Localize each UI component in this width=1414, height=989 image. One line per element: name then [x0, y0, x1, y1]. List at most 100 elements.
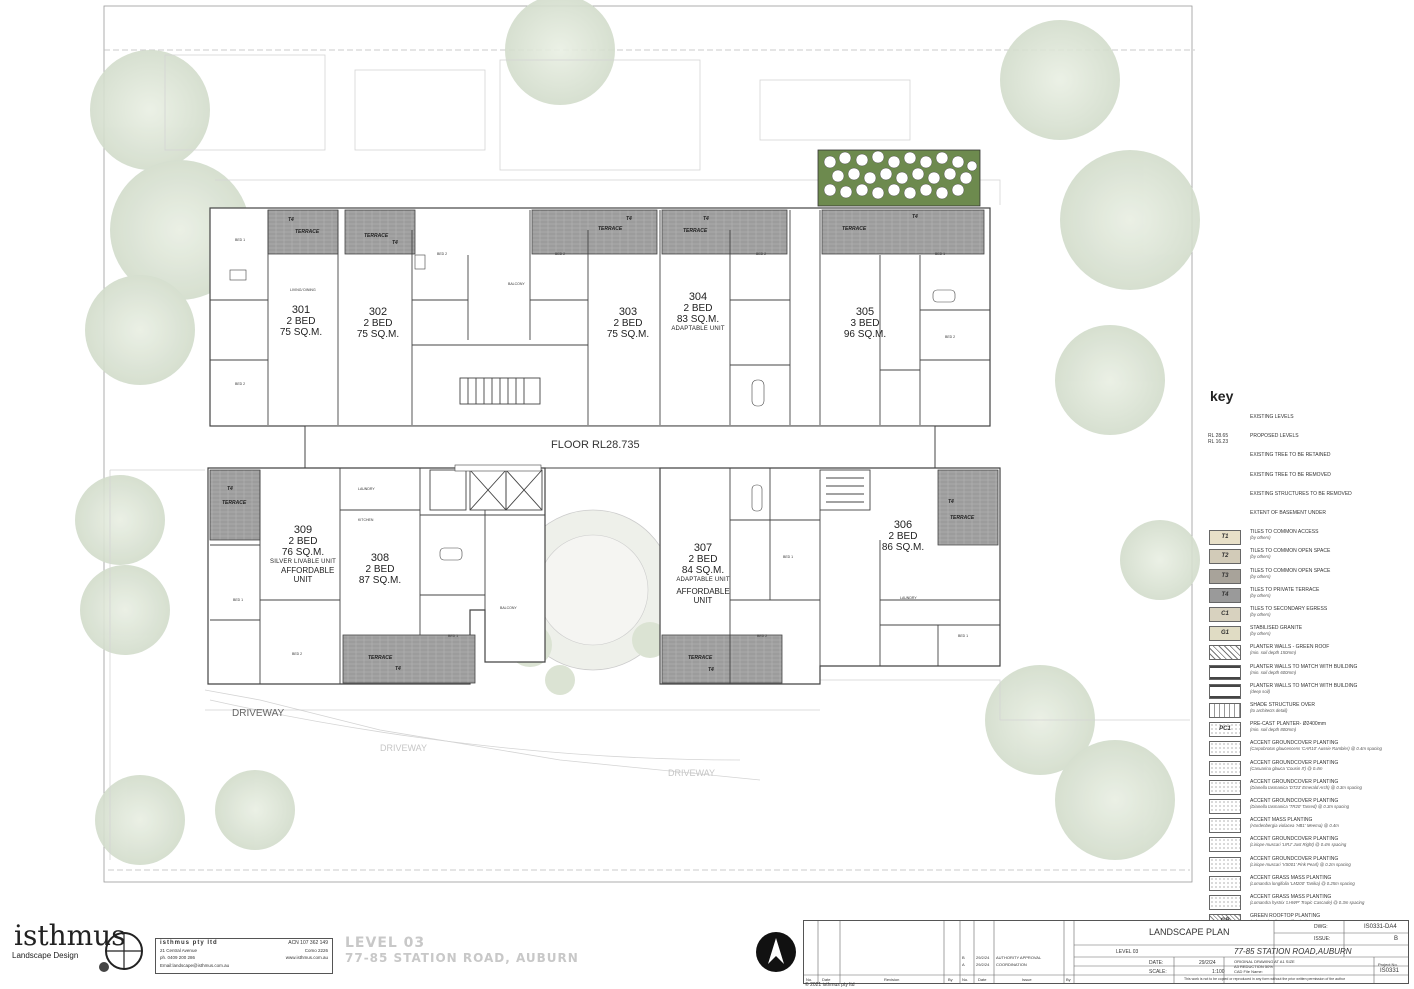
legend-label: PROPOSED LEVELS — [1250, 433, 1299, 440]
legend-label: TILES TO COMMON OPEN SPACE — [1250, 548, 1331, 555]
terrace-label: TERRACE — [688, 655, 713, 661]
legend-note: (deep soil) — [1250, 688, 1271, 694]
date-label: DATE: — [1149, 960, 1164, 966]
scale-label: SCALE: — [1149, 969, 1167, 975]
legend-swatch — [1209, 415, 1239, 428]
legend-swatch — [1209, 875, 1241, 891]
terrace-label: TERRACE — [683, 228, 708, 234]
unit-area: 86 SQ.M. — [881, 542, 925, 553]
legend-note: (by others) — [1250, 535, 1271, 541]
legend-item: EXISTING STRUCTURES TO BE REMOVED — [1206, 491, 1411, 509]
terrace-tag: T4 — [626, 216, 632, 222]
unit-area: 75 SQ.M. — [606, 329, 650, 340]
company-logo: isthmus Landscape Design — [12, 915, 152, 980]
legend-note: (Casuarina glauca 'Cousin It') @ 0.4m — [1250, 765, 1323, 771]
legend-title: key — [1210, 388, 1234, 404]
unit-area: 84 SQ.M. — [681, 565, 725, 576]
column-header: By — [1066, 977, 1071, 982]
north-arrow-icon — [756, 932, 796, 972]
company-address: 21 Central Avenue — [160, 948, 197, 953]
legend-swatch — [1209, 856, 1241, 872]
legend-text: PLANTER WALLS - GREEN ROOF(min. soil dep… — [1250, 644, 1410, 656]
legend-item: PLANTER WALLS - GREEN ROOF(min. soil dep… — [1206, 644, 1411, 662]
legend-label: TILES TO SECONDARY EGRESS — [1250, 606, 1328, 612]
legend-note: (min. soil depth 800mm) — [1250, 727, 1297, 733]
column-header: No. — [806, 977, 813, 982]
legend-text: SHADE STRUCTURE OVER(to architects detai… — [1250, 702, 1410, 714]
unit-area: 96 SQ.M. — [843, 329, 887, 340]
legend-label: EXISTING LEVELS — [1250, 414, 1294, 420]
logo-wordmark: isthmus — [14, 919, 126, 952]
legend-label: SHADE STRUCTURE OVER — [1250, 702, 1316, 708]
legend-item: EXISTING TREE TO BE RETAINED — [1206, 452, 1411, 470]
unit-303: 303 2 BED 75 SQ.M. — [595, 307, 661, 341]
unit-302: 302 2 BED 75 SQ.M. — [345, 307, 411, 341]
date-value: 29/2/24 — [1199, 960, 1216, 966]
legend-swatch — [1209, 741, 1241, 757]
legend-label: PLANTER WALLS TO MATCH WITH BUILDING — [1250, 682, 1358, 689]
terrace-tag: T4 — [395, 666, 401, 672]
terrace-tag: T4 — [948, 499, 954, 505]
revision-date: 29/2/24 — [976, 962, 990, 967]
legend-text: STABILISED GRANITE(by others) — [1250, 625, 1410, 637]
legend-note: (Liriope muscari 'LIRJ' Just Right) @ 0.… — [1250, 842, 1347, 848]
legend-swatch: C1 — [1209, 607, 1241, 622]
legend-item: SHADE STRUCTURE OVER(to architects detai… — [1206, 702, 1411, 720]
legend-swatch — [1209, 703, 1241, 718]
column-header: By — [948, 977, 953, 982]
logo-subtitle: Landscape Design — [12, 951, 79, 960]
legend-note: (by others) — [1250, 573, 1271, 579]
legend-label: EXISTING TREE TO BE REMOVED — [1250, 471, 1331, 478]
legend-swatch — [1209, 799, 1241, 814]
legend-swatch — [1209, 818, 1241, 834]
unit-note: ADAPTABLE UNIT — [671, 326, 725, 332]
legend-label: ACCENT GROUNDCOVER PLANTING — [1250, 836, 1339, 843]
legend-label: PLANTER WALLS TO MATCH WITH BUILDING — [1250, 663, 1358, 670]
issue-value: B — [1394, 936, 1399, 942]
room-label: BED 2 — [292, 652, 303, 656]
unit-affordable: AFFORDABLE UNIT — [676, 587, 730, 605]
terrace-tag: T4 — [703, 216, 709, 222]
room-label: BALCONY — [500, 606, 517, 610]
room-label: LAUNDRY — [358, 487, 375, 491]
legend-swatch — [1209, 683, 1241, 699]
courtyard-planting — [508, 509, 674, 695]
legend-swatch: T1 — [1209, 530, 1241, 546]
room-label: BED 2 — [756, 252, 767, 256]
unit-number: 309 — [293, 524, 313, 536]
legend-text: EXISTING LEVELS — [1250, 414, 1410, 420]
legend-text: TILES TO SECONDARY EGRESS(by others) — [1250, 606, 1410, 618]
legend-item: ACCENT GROUNDCOVER PLANTING(Liriope musc… — [1206, 856, 1411, 874]
revision-letter: A — [962, 962, 965, 967]
legend-item: EXISTING TREE TO BE REMOVED — [1206, 472, 1411, 490]
legend-item: ACCENT GRASS MASS PLANTING(Lomandra hyst… — [1206, 894, 1411, 912]
column-header: Date — [978, 977, 987, 982]
legend-label: ACCENT GROUNDCOVER PLANTING — [1250, 759, 1339, 766]
room-label: BED 1 — [233, 598, 244, 602]
room-label: BED 2 — [555, 252, 566, 256]
column-header: Date — [822, 977, 831, 982]
legend-label: EXISTING STRUCTURES TO BE REMOVED — [1250, 490, 1352, 497]
unit-area: 76 SQ.M. — [281, 547, 325, 558]
dwg-label: DWG: — [1314, 924, 1328, 930]
room-label: BED 1 — [235, 238, 246, 242]
unit-307: 307 2 BED 84 SQ.M. ADAPTABLE UNIT AFFORD… — [668, 543, 738, 606]
legend-label: EXTENT OF BASEMENT UNDER — [1250, 510, 1326, 516]
company-phone: ph. 0409 200 286 — [160, 955, 196, 960]
unit-bed: 3 BED — [850, 318, 880, 329]
legend-swatch — [1209, 895, 1241, 910]
legend-item: ACCENT GROUNDCOVER PLANTING(Liriope musc… — [1206, 836, 1411, 854]
terrace-label: TERRACE — [364, 233, 389, 239]
terrace-label: TERRACE — [598, 226, 623, 232]
driveway-label: DRIVEWAY — [668, 768, 716, 778]
unit-affordable: AFFORDABLE UNIT — [281, 566, 335, 584]
legend-swatch — [1209, 453, 1239, 466]
unit-309: 309 2 BED 76 SQ.M. SILVER LIVABLE UNIT A… — [268, 524, 338, 585]
legend-swatch — [1209, 492, 1239, 505]
